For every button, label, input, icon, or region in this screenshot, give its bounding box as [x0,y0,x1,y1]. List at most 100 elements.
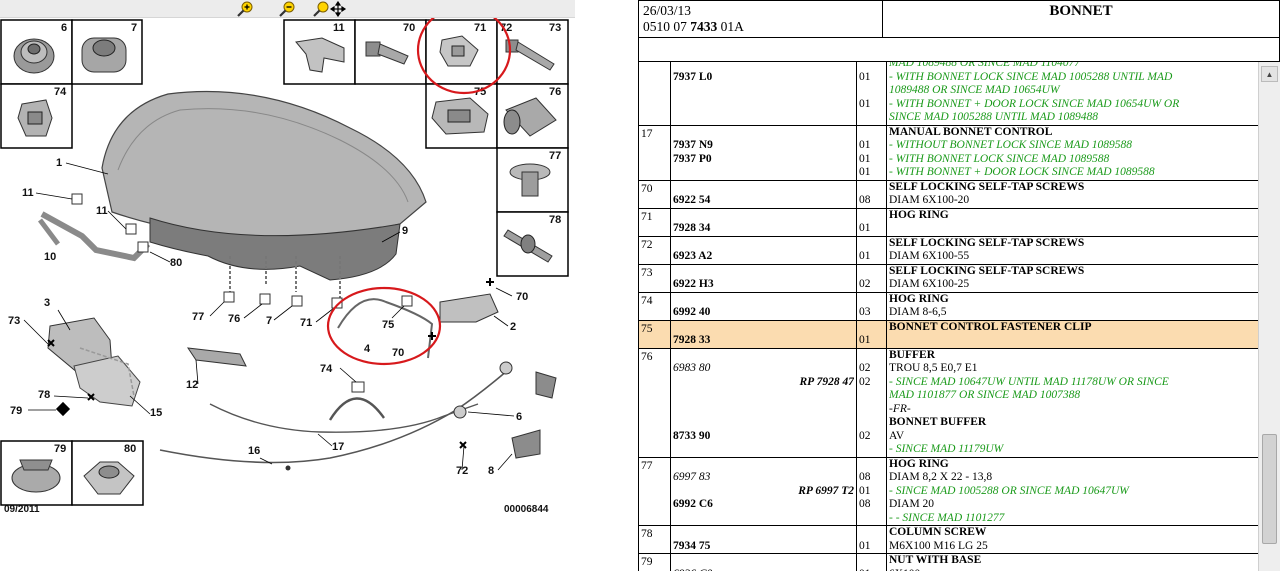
thumb-77-label: 77 [549,150,561,162]
symbol-marks [47,278,494,449]
description-cell: MAD 1089488 OR SINCE MAD 1104077 - WITH B… [886,62,1258,126]
header-info: 26/03/13 0510 07 7433 01A [639,1,883,37]
thumb-76[interactable]: 76 [496,83,569,149]
callout-2: 2 [510,321,516,333]
part-quantity [859,111,884,125]
part-description-line: - SINCE MAD 1005288 OR SINCE MAD 10647UW [889,484,1129,497]
bonnet-support-lines [229,256,341,298]
seal-strip-10 [40,211,151,262]
thumb-72-73[interactable]: 72 73 [496,19,569,85]
part-number-cell: 77 [638,456,671,526]
part-quantity: 08 [859,498,871,510]
lock-crossmember-12[interactable] [186,347,247,367]
part-description-line: MAD 1089488 OR SINCE MAD 1104077 [889,62,1081,69]
part-reference: RP 6997 T2 [798,484,854,497]
part-description-line: BUFFER [889,348,935,361]
scrollbar-thumb[interactable] [1262,434,1277,544]
part-index: 70 [641,182,653,195]
thumb-7[interactable]: 7 [71,19,143,85]
scroll-up-arrow-icon[interactable]: ▲ [1261,66,1278,82]
callout-10: 10 [44,251,56,263]
thumb-71[interactable]: 71 [425,19,498,85]
part-reference [673,209,854,223]
zoom-in-button[interactable] [232,1,258,17]
part-description-line: BONNET CONTROL FASTENER CLIP [889,320,1092,333]
lock-bracket-15[interactable] [73,355,141,407]
thumb-79[interactable]: 79 [0,440,73,506]
part-index [641,62,668,73]
part-description-line: - - SINCE MAD 1101277 [889,511,1005,524]
grommet-icon [13,38,55,74]
prop-rod-callout-box [351,381,365,393]
header-code-prefix: 0510 07 [643,19,691,34]
thumb-70[interactable]: 70 [354,19,427,85]
thumb-75[interactable]: 75 [425,83,498,149]
part-description-line: AV [889,429,905,442]
reference-cell: 7934 75 [670,525,857,554]
callout-70a: 70 [516,291,528,303]
spring-clip-icon [295,37,345,73]
callout-75: 75 [382,319,394,331]
thumb-6[interactable]: 6 [0,19,73,85]
thumb-78[interactable]: 78 [496,211,569,277]
callout-76: 76 [228,313,240,325]
bonnet-buffer-icon [503,97,557,137]
part-description-line: TROU 8,5 E0,7 E1 [889,362,978,374]
release-lever-8 [511,429,541,459]
reference-cell: 6936 C0 [670,553,857,571]
thumb-74[interactable]: 74 [0,83,73,149]
hog-ring-icon [439,35,479,67]
part-quantity [859,181,884,195]
part-quantity [859,265,884,279]
part-description-line: SELF LOCKING SELF-TAP SCREWS [889,236,1085,249]
thumb-11[interactable]: 11 [283,19,356,85]
zoom-pan-button[interactable] [310,1,348,17]
part-description-line: - WITH BONNET + DOOR LOCK SINCE MAD 1065… [889,97,1180,110]
highlight-thumb-71 [416,18,512,95]
quantity-cell: 03 [856,291,887,321]
thumb-77[interactable]: 77 [496,147,569,213]
part-quantity [859,416,884,430]
part-description-line: - WITH BONNET + DOOR LOCK SINCE MAD 1089… [889,166,1155,178]
part-quantity: 02 [859,278,871,290]
callout-73: 73 [8,315,20,327]
thumb-80[interactable]: 80 [71,440,144,506]
part-reference: 7937 P0 [673,152,712,165]
zoom-out-button[interactable] [274,1,300,17]
part-description-line: MAD 1101877 OR SINCE MAD 1007388 [889,389,1081,401]
callout-labels: 1 11 11 10 80 9 77 76 7 71 75 70 2 4 70 … [8,157,528,477]
callout-15: 15 [150,407,162,419]
callout-78: 78 [38,389,50,401]
table-row[interactable]: 796936 C001NUT WITH BASE6X100 [638,553,1258,571]
callout-17: 17 [332,441,344,453]
part-quantity: 01 [859,539,871,552]
clip-nut-icon [83,461,135,495]
table-scrollbar[interactable]: ▲ [1258,62,1280,571]
part-description-line: DIAM 6X100-25 [889,278,970,290]
part-reference [673,181,854,195]
exploded-diagram-pane: 6 7 74 11 [0,0,575,571]
part-quantity: 01 [859,250,871,262]
thumb-73-label: 73 [549,22,561,34]
part-reference: 6922 54 [673,194,711,206]
parts-header: 26/03/13 0510 07 7433 01A BONNET [638,0,1280,38]
bonnet-exploded-view: 6 7 74 11 [0,18,569,515]
bonnet-insulation-9[interactable] [149,217,401,281]
part-description-line: DIAM 6X100-55 [889,250,970,262]
part-quantity [859,321,884,335]
